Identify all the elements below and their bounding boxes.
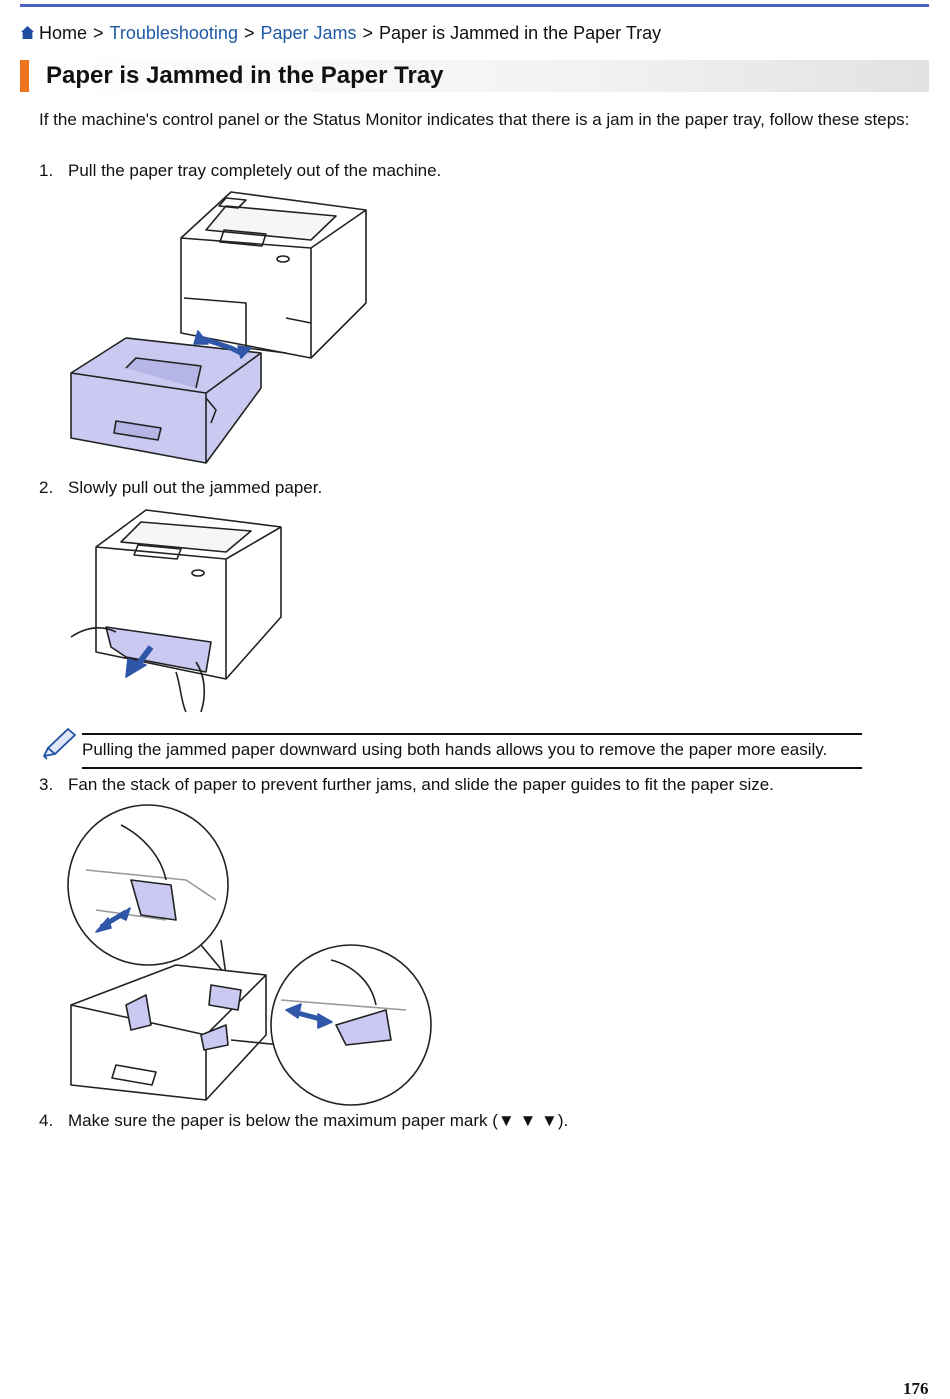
step-3: 3. Fan the stack of paper to prevent furt… xyxy=(39,774,774,796)
intro-text: If the machine's control panel or the St… xyxy=(39,110,910,129)
breadcrumb-current: Paper is Jammed in the Paper Tray xyxy=(379,23,662,43)
note-text: Pulling the jammed paper downward using … xyxy=(82,740,828,759)
title-accent xyxy=(20,60,29,92)
step-text: Slowly pull out the jammed paper. xyxy=(68,478,323,497)
step-text: Make sure the paper is below the maximum… xyxy=(68,1111,569,1130)
breadcrumb: Home>Troubleshooting>Paper Jams>Paper is… xyxy=(20,21,661,45)
step-text: Fan the stack of paper to prevent furthe… xyxy=(68,775,774,794)
step-2: 2. Slowly pull out the jammed paper. xyxy=(39,477,322,499)
home-icon xyxy=(21,26,34,39)
page-title: Paper is Jammed in the Paper Tray xyxy=(46,62,444,89)
illustration-pull-tray xyxy=(70,191,367,464)
step-4: 4. Make sure the paper is below the maxim… xyxy=(39,1110,568,1132)
step-number: 2. xyxy=(39,478,54,497)
breadcrumb-paper-jams[interactable]: Paper Jams xyxy=(260,23,357,43)
pencil-note-icon xyxy=(43,728,76,760)
illustration-paper-guides xyxy=(67,804,432,1106)
page-title-bar: Paper is Jammed in the Paper Tray xyxy=(20,60,929,92)
breadcrumb-separator: > xyxy=(93,23,104,43)
breadcrumb-separator: > xyxy=(362,23,374,43)
step-number: 4. xyxy=(39,1111,54,1130)
step-number: 3. xyxy=(39,775,54,794)
step-number: 1. xyxy=(39,161,54,180)
step-text: Pull the paper tray completely out of th… xyxy=(68,161,442,180)
note-rule-top xyxy=(82,733,862,735)
breadcrumb-separator: > xyxy=(243,23,255,43)
illustration-jammed-paper xyxy=(70,509,282,713)
step-1: 1. Pull the paper tray completely out of … xyxy=(39,160,441,182)
breadcrumb-troubleshooting[interactable]: Troubleshooting xyxy=(109,23,238,43)
page-number: 176 xyxy=(903,1379,929,1398)
note-box: Pulling the jammed paper downward using … xyxy=(40,726,862,770)
note-rule-bottom xyxy=(82,767,862,769)
top-rule xyxy=(20,4,929,7)
breadcrumb-home[interactable]: Home xyxy=(39,23,88,43)
